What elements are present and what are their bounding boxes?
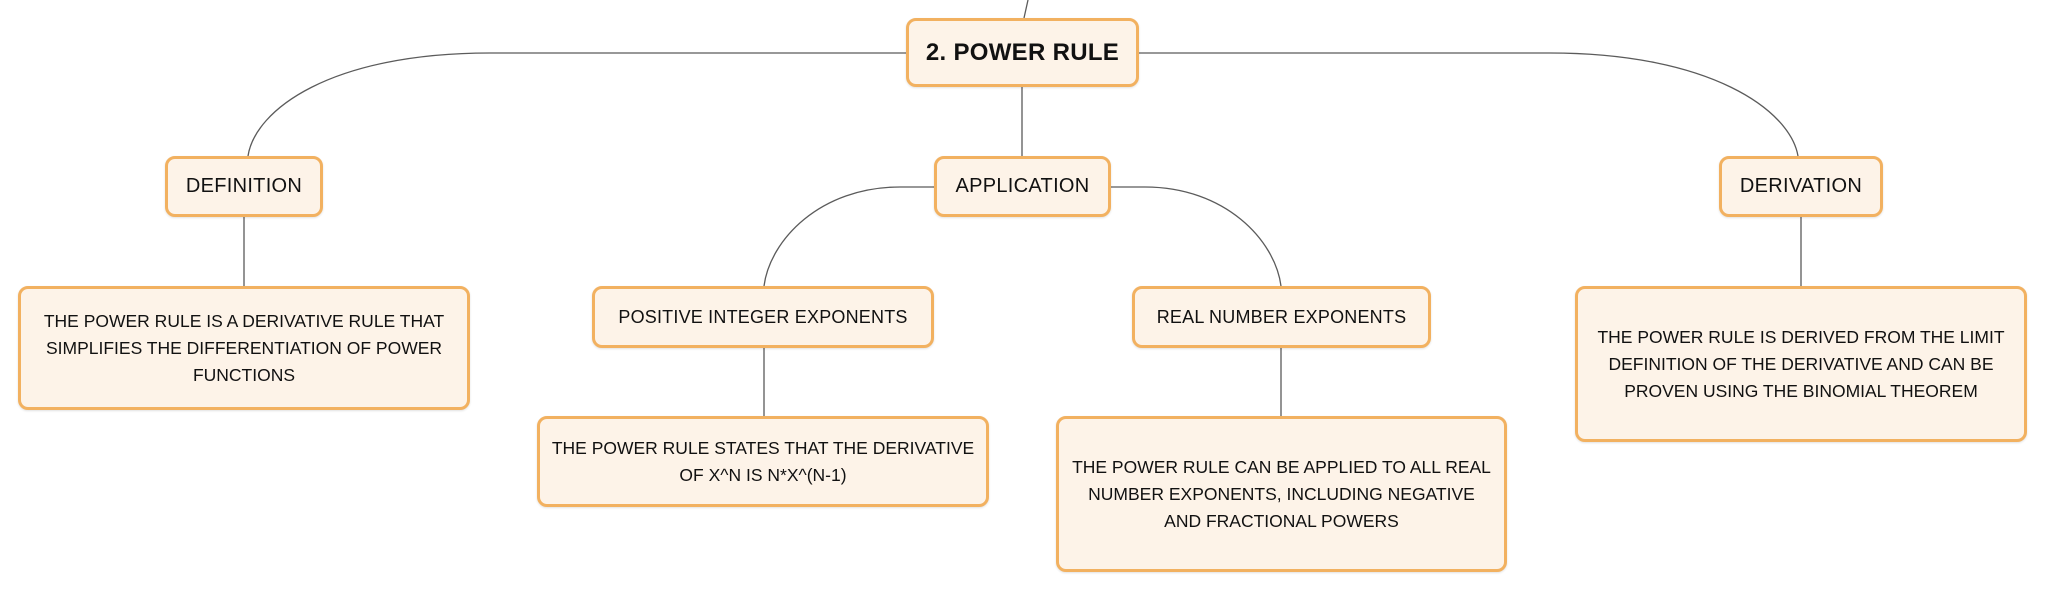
connector-application-to-real xyxy=(1109,186,1282,287)
root-node[interactable]: 2. POWER RULE xyxy=(906,18,1139,87)
positive-exponents-label: POSITIVE INTEGER EXPONENTS xyxy=(618,306,908,327)
derivation-text: THE POWER RULE IS DERIVED FROM THE LIMIT… xyxy=(1597,326,2005,401)
definition-node[interactable]: DEFINITION xyxy=(165,156,323,217)
derivation-label: DERIVATION xyxy=(1739,175,1863,197)
positive-exponents-node[interactable]: POSITIVE INTEGER EXPONENTS xyxy=(592,286,934,348)
connector-application-to-positive xyxy=(763,186,936,287)
real-exponents-node[interactable]: REAL NUMBER EXPONENTS xyxy=(1132,286,1431,348)
real-exponents-text: THE POWER RULE CAN BE APPLIED TO ALL REA… xyxy=(1072,456,1491,531)
root-label: 2. POWER RULE xyxy=(925,38,1120,66)
connector-parent-to-root xyxy=(1023,0,1029,19)
application-node[interactable]: APPLICATION xyxy=(934,156,1111,217)
real-exponents-label: REAL NUMBER EXPONENTS xyxy=(1156,306,1407,327)
positive-exponents-text-node[interactable]: THE POWER RULE STATES THAT THE DERIVATIV… xyxy=(537,416,989,507)
derivation-text-node[interactable]: THE POWER RULE IS DERIVED FROM THE LIMIT… xyxy=(1575,286,2027,442)
real-exponents-text-node[interactable]: THE POWER RULE CAN BE APPLIED TO ALL REA… xyxy=(1056,416,1507,572)
derivation-node[interactable]: DERIVATION xyxy=(1719,156,1883,217)
definition-text-node[interactable]: THE POWER RULE IS A DERIVATIVE RULE THAT… xyxy=(18,286,470,410)
definition-label: DEFINITION xyxy=(185,175,303,197)
connector-root-to-derivation xyxy=(1139,52,1799,157)
connector-root-to-definition xyxy=(247,52,906,157)
positive-exponents-text: THE POWER RULE STATES THAT THE DERIVATIV… xyxy=(551,437,975,485)
definition-text: THE POWER RULE IS A DERIVATIVE RULE THAT… xyxy=(43,310,445,385)
application-label: APPLICATION xyxy=(955,175,1090,197)
